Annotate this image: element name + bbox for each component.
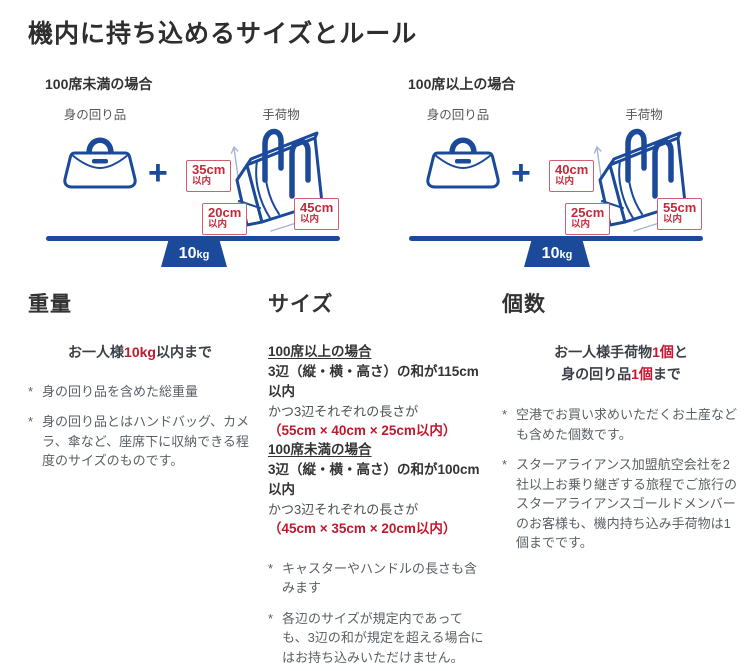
personal-item-label: 身の回り品 bbox=[63, 108, 127, 122]
weight-unit: kg bbox=[196, 249, 210, 261]
size-heading: サイズ bbox=[268, 293, 334, 316]
size-note: * 各辺のサイズが規定内であっても、3辺の和が規定を超える場合にはお持ち込みいた… bbox=[268, 609, 486, 668]
count-lead2-pre: 身の回り品 bbox=[561, 365, 632, 382]
weight-heading: 重量 bbox=[28, 293, 72, 316]
asterisk-marker: * bbox=[268, 560, 274, 576]
count-lead1-pre: お一人様手荷物 bbox=[554, 344, 653, 360]
plus-icon: + bbox=[148, 154, 168, 192]
width-limit-note: 以内 bbox=[300, 214, 320, 226]
count-lead-line2: 身の回り品1個まで bbox=[502, 364, 740, 386]
weight-lead-pre: お一人様 bbox=[68, 344, 125, 360]
asterisk-marker: * bbox=[268, 610, 274, 626]
count-lead2-post: まで bbox=[652, 365, 681, 382]
handbag-icon bbox=[423, 130, 503, 194]
height-limit-badge: 40cm 以内 bbox=[549, 160, 595, 192]
depth-limit-note: 以内 bbox=[208, 219, 228, 231]
weight-note-text: 身の回り品とはハンドバッグ、カメラ、傘など、座席下に収納できる程度のサイズのもの… bbox=[42, 414, 250, 469]
width-limit-note: 以内 bbox=[663, 214, 683, 226]
depth-limit-value: 20cm bbox=[208, 205, 242, 220]
asterisk-marker: * bbox=[28, 383, 34, 399]
height-limit-value: 35cm bbox=[192, 162, 226, 177]
asterisk-marker: * bbox=[502, 407, 508, 423]
weight-note: * 身の回り品を含めた総重量 bbox=[28, 382, 252, 402]
size-rule-over100: 3辺（縦・横・高さ）の和が115cm以内 bbox=[268, 363, 479, 399]
height-limit-note: 以内 bbox=[555, 176, 575, 188]
count-heading: 個数 bbox=[502, 293, 546, 316]
weight-value: 10 bbox=[541, 245, 560, 262]
size-limits-over100: （55cm × 40cm × 25cm以内） bbox=[268, 422, 457, 438]
asterisk-marker: * bbox=[28, 414, 34, 430]
weight-notes: * 身の回り品を含めた総重量 * 身の回り品とはハンドバッグ、カメラ、傘など、座… bbox=[28, 382, 252, 471]
baggage-label: 手荷物 bbox=[625, 108, 663, 122]
weight-lead: お一人様10kg以内まで bbox=[28, 342, 252, 364]
weight-value: 10 bbox=[178, 245, 197, 262]
count-note-text: スターアライアンス加盟航空会社を2社以上お乗り継ぎする旅程でご旅行のスターアライ… bbox=[516, 457, 738, 551]
handbag-icon bbox=[60, 130, 140, 194]
diagram-under-100-seats: 100席未満の場合 身の回り品 手荷物 + bbox=[40, 72, 370, 277]
scale-bar bbox=[409, 236, 703, 241]
width-limit-value: 45cm bbox=[300, 200, 334, 215]
count-lead2-em: 1個 bbox=[631, 365, 653, 382]
weight-pedestal: 10kg bbox=[161, 241, 227, 267]
seat-class-caption: 100席未満の場合 bbox=[45, 76, 153, 92]
width-limit-badge: 55cm 以内 bbox=[657, 198, 703, 230]
depth-limit-badge: 20cm 以内 bbox=[202, 203, 248, 235]
weight-lead-em: 10kg bbox=[124, 344, 156, 360]
size-condition-over100: かつ3辺それぞれの長さが bbox=[268, 403, 419, 419]
baggage-label: 手荷物 bbox=[262, 108, 300, 122]
size-limits-under100: （45cm × 35cm × 20cm以内） bbox=[268, 521, 457, 537]
size-rules: 100席以上の場合 3辺（縦・横・高さ）の和が115cm以内 かつ3辺それぞれの… bbox=[268, 342, 486, 539]
weight-note: * 身の回り品とはハンドバッグ、カメラ、傘など、座席下に収納できる程度のサイズの… bbox=[28, 412, 252, 471]
width-limit-badge: 45cm 以内 bbox=[294, 198, 340, 230]
diagram-over-100-seats: 100席以上の場合 身の回り品 手荷物 + bbox=[403, 72, 733, 277]
depth-limit-note: 以内 bbox=[571, 219, 591, 231]
size-condition-under100: かつ3辺それぞれの長さが bbox=[268, 502, 419, 518]
height-limit-value: 40cm bbox=[555, 162, 589, 177]
count-lead1-post: と bbox=[673, 344, 688, 360]
count-notes: * 空港でお買い求めいただくお土産なども含めた個数です。 * スターアライアンス… bbox=[502, 405, 740, 553]
weight-section: 重量 お一人様10kg以内まで * 身の回り品を含めた総重量 * 身の回り品とは… bbox=[28, 288, 252, 482]
depth-limit-value: 25cm bbox=[571, 205, 605, 220]
size-rule-under100: 3辺（縦・横・高さ）の和が100cm以内 bbox=[268, 462, 480, 498]
size-subheading-under100: 100席未満の場合 bbox=[268, 442, 372, 458]
plus-icon: + bbox=[511, 154, 531, 192]
width-limit-value: 55cm bbox=[663, 200, 697, 215]
count-section: 個数 お一人様手荷物1個と 身の回り品1個まで * 空港でお買い求めいただくお土… bbox=[502, 288, 740, 564]
size-notes: * キャスターやハンドルの長さも含みます * 各辺のサイズが規定内であっても、3… bbox=[268, 559, 486, 668]
count-lead-line1: お一人様手荷物1個と bbox=[502, 342, 740, 364]
size-subheading-over100: 100席以上の場合 bbox=[268, 344, 372, 359]
weight-pedestal: 10kg bbox=[524, 241, 590, 267]
size-note-text: 各辺のサイズが規定内であっても、3辺の和が規定を超える場合にはお持ち込みいただけ… bbox=[282, 610, 484, 665]
count-lead: お一人様手荷物1個と 身の回り品1個まで bbox=[502, 342, 740, 385]
height-limit-badge: 35cm 以内 bbox=[186, 160, 232, 192]
height-limit-note: 以内 bbox=[192, 176, 212, 188]
size-note: * キャスターやハンドルの長さも含みます bbox=[268, 559, 486, 598]
seat-class-caption: 100席以上の場合 bbox=[408, 76, 516, 92]
weight-unit: kg bbox=[559, 249, 573, 261]
personal-item-label: 身の回り品 bbox=[426, 108, 490, 122]
count-note: * スターアライアンス加盟航空会社を2社以上お乗り継ぎする旅程でご旅行のスターア… bbox=[502, 455, 740, 553]
asterisk-marker: * bbox=[502, 457, 508, 473]
weight-lead-post: 以内まで bbox=[155, 344, 212, 360]
size-section: サイズ 100席以上の場合 3辺（縦・横・高さ）の和が115cm以内 かつ3辺そ… bbox=[268, 288, 486, 671]
weight-note-text: 身の回り品を含めた総重量 bbox=[42, 383, 199, 399]
page-title: 機内に持ち込めるサイズとルール bbox=[28, 20, 418, 48]
depth-limit-badge: 25cm 以内 bbox=[565, 203, 611, 235]
count-note: * 空港でお買い求めいただくお土産なども含めた個数です。 bbox=[502, 405, 740, 444]
size-note-text: キャスターやハンドルの長さも含みます bbox=[282, 560, 478, 596]
count-note-text: 空港でお買い求めいただくお土産なども含めた個数です。 bbox=[516, 407, 738, 442]
scale-bar bbox=[46, 236, 340, 241]
count-lead1-em: 1個 bbox=[652, 344, 674, 360]
suitcase-icon bbox=[586, 118, 726, 238]
